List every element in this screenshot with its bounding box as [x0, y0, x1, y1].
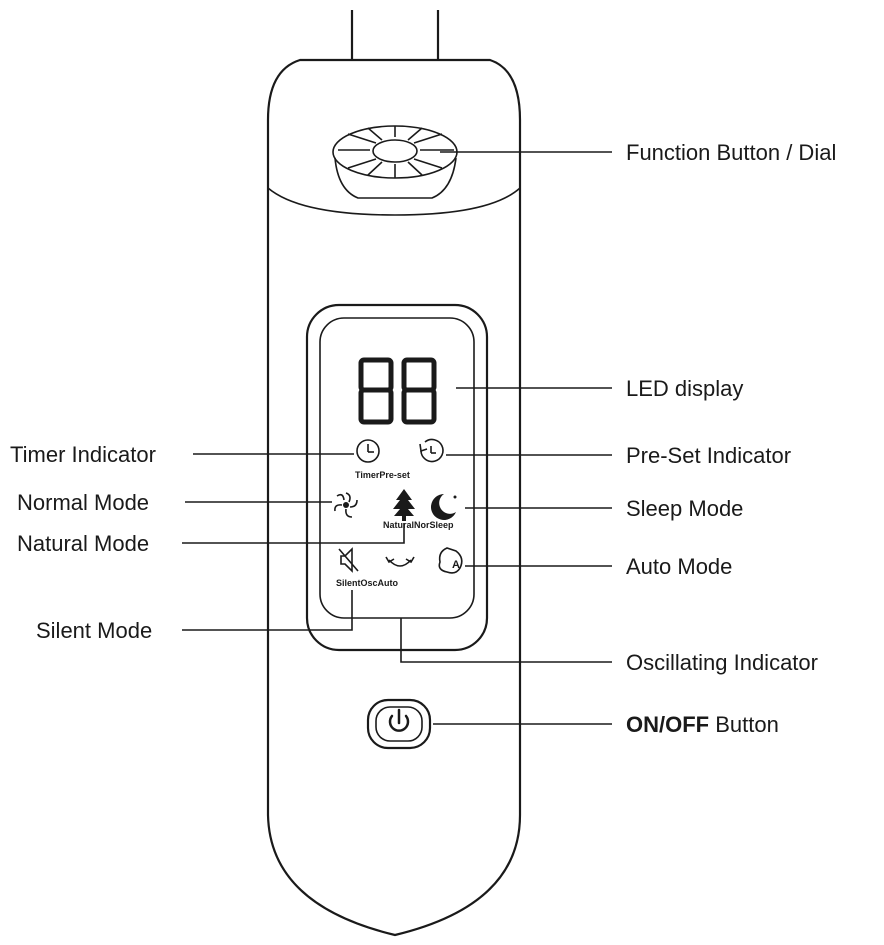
- clock-icon[interactable]: [356, 439, 380, 463]
- label-oscillating-indicator: Oscillating Indicator: [626, 650, 818, 675]
- panel-labels-row2: NaturalNorSleep: [383, 520, 454, 530]
- label-auto-mode: Auto Mode: [626, 554, 732, 579]
- label-led-display: LED display: [626, 376, 743, 401]
- power-icon: [388, 708, 410, 732]
- top-cap-line: [267, 187, 521, 216]
- label-function-button: Function Button / Dial: [626, 140, 836, 165]
- auto-letter: A: [452, 559, 460, 571]
- label-natural-mode: Natural Mode: [17, 531, 149, 556]
- label-normal-mode: Normal Mode: [17, 490, 149, 515]
- fan-icon[interactable]: [334, 492, 358, 518]
- power-button[interactable]: [366, 698, 432, 750]
- oscillate-arrow-icon[interactable]: [385, 556, 415, 567]
- speaker-mute-icon[interactable]: [338, 547, 359, 573]
- led-display: 88: [358, 357, 437, 425]
- callout-lines: [182, 151, 612, 725]
- label-sleep-mode: Sleep Mode: [626, 496, 743, 521]
- label-onoff-bold: ON/OFF: [626, 712, 709, 737]
- label-timer-indicator: Timer Indicator: [10, 442, 156, 467]
- leader-silent: [182, 590, 353, 631]
- leader-oscillating: [400, 618, 612, 663]
- clock-preset-icon[interactable]: [419, 438, 444, 463]
- led-digit-1: [358, 357, 394, 425]
- panel-labels-row3: SilentOscAuto: [336, 578, 399, 588]
- leader-natural: [182, 523, 405, 544]
- label-preset-indicator: Pre-Set Indicator: [626, 443, 791, 468]
- label-silent-mode: Silent Mode: [36, 618, 152, 643]
- tree-icon[interactable]: [393, 489, 415, 521]
- auto-fan-icon[interactable]: A: [438, 547, 463, 574]
- label-onoff-rest: Button: [709, 712, 779, 737]
- label-onoff-button: ON/OFF Button: [626, 712, 779, 737]
- function-dial[interactable]: [332, 125, 458, 199]
- panel-labels-row1: TimerPre-set: [355, 470, 410, 480]
- led-digit-2: [401, 357, 437, 425]
- moon-icon[interactable]: [431, 494, 457, 520]
